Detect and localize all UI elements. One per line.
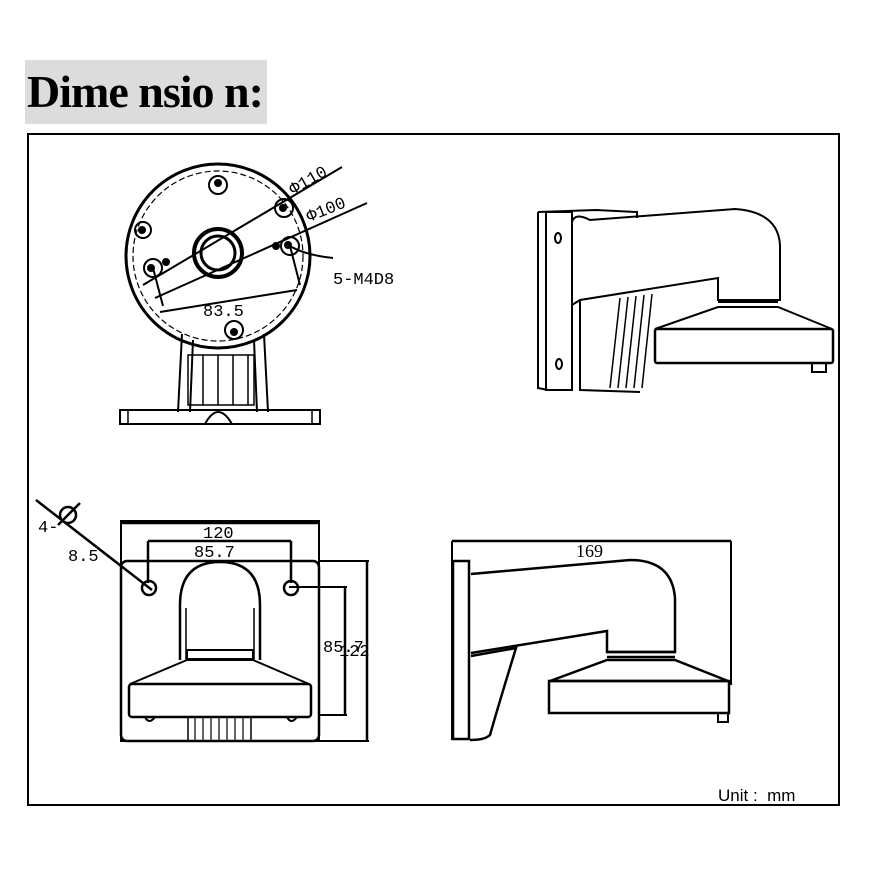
overall-height-label: 122 xyxy=(339,643,370,662)
inner-circle xyxy=(132,170,304,342)
screw-spec-label: 5-M4D8 xyxy=(333,271,394,290)
perspective-view xyxy=(537,207,835,393)
side-view: 169 xyxy=(451,539,732,742)
hole-span-v-label: 85.7 xyxy=(323,639,364,658)
inner-diameter-label: Φ100 xyxy=(304,195,349,228)
screw-holes xyxy=(134,175,300,340)
top-view: Φ110 Φ100 5-M4D8 83.5 xyxy=(119,162,394,425)
front-view: 4- 8.5 120 85.7 85.7 122 xyxy=(35,499,370,743)
hole-diameter-label: 8.5 xyxy=(68,548,99,567)
overall-depth-label: 169 xyxy=(576,541,603,561)
center-hole-outer xyxy=(192,227,244,279)
page-title: Dime nsio n: xyxy=(27,66,264,117)
overall-width-label: 120 xyxy=(203,525,234,544)
unit-label: Unit : mm xyxy=(718,786,796,805)
hole-span-h-label: 85.7 xyxy=(194,544,235,563)
hole-spacing-label: 83.5 xyxy=(203,303,244,322)
drawing-frame xyxy=(27,133,840,806)
outer-diameter-label: Φ110 xyxy=(287,163,332,200)
title-background xyxy=(25,60,267,124)
hole-count-label: 4- xyxy=(38,519,58,538)
outer-circle xyxy=(124,162,312,350)
